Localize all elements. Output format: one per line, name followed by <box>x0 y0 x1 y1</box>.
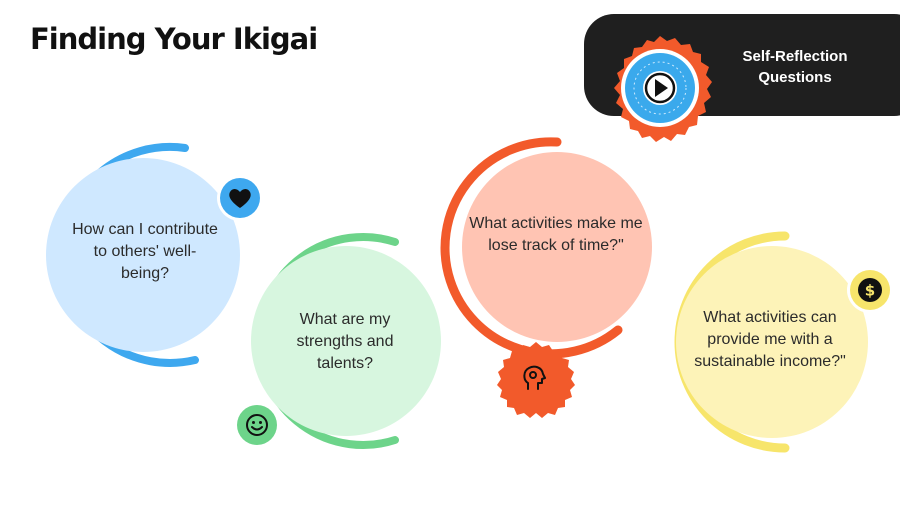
question-strengths: What are my strengths and talents? <box>296 311 394 372</box>
ring-fill-strengths <box>251 246 441 436</box>
svg-text:$: $ <box>865 282 875 300</box>
ring-fill-income <box>676 246 868 438</box>
play-icon <box>655 79 668 97</box>
head-thought-badge <box>497 342 575 418</box>
dollar-coin-icon: $ <box>858 278 882 302</box>
dollar-badge: $ <box>847 267 893 313</box>
play-badge-button[interactable] <box>604 30 716 146</box>
heart-badge <box>217 175 263 221</box>
smiley-icon <box>246 414 268 436</box>
head-thought-icon <box>523 365 546 390</box>
ring-fill-flow <box>462 152 652 342</box>
smiley-badge <box>234 402 280 448</box>
question-flow: What activities make me lose track of ti… <box>469 215 643 254</box>
banner-label: Self-Reflection Questions <box>742 48 848 86</box>
question-contribution: How can I contribute to others' well-bei… <box>72 221 218 282</box>
question-income: What activities can provide me with a su… <box>694 309 846 370</box>
play-button-outline <box>644 72 676 104</box>
badge-circular-text-decoration <box>633 61 687 115</box>
heart-icon <box>229 189 251 208</box>
ring-fill-contribution <box>46 158 240 352</box>
page-title: Finding Your Ikigai <box>30 22 318 56</box>
